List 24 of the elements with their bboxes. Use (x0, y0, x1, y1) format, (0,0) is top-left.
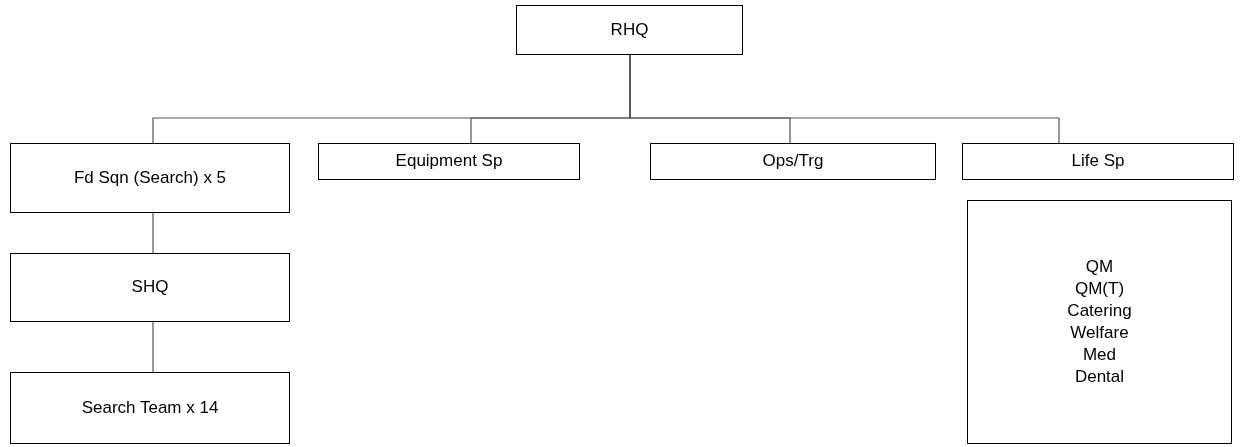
box-label: Med (1082, 344, 1117, 367)
connector-line (629, 54, 1060, 144)
connector-line (152, 321, 154, 373)
box-label: Welfare (1070, 322, 1129, 344)
org-box (318, 143, 580, 180)
box-label: Search Team x 14 (81, 396, 219, 419)
box-label: QM(T) (1074, 277, 1125, 300)
org-box (10, 372, 290, 444)
org-box (516, 5, 743, 55)
org-box (650, 143, 936, 180)
box-label: Ops/Trg (762, 150, 824, 173)
box-label: Catering (1067, 299, 1132, 322)
box-label: RHQ (610, 18, 649, 41)
org-box (967, 200, 1232, 444)
box-label: QM (1085, 255, 1114, 278)
org-box (10, 143, 290, 213)
box-label: Equipment Sp (395, 150, 503, 173)
box-label: SHQ (131, 276, 169, 299)
org-box (962, 143, 1234, 180)
box-label: Fd Sqn (Search) x 5 (73, 166, 227, 189)
connector-line (152, 212, 154, 254)
box-label: Dental (1074, 366, 1125, 389)
org-box (10, 253, 290, 322)
box-label: Life Sp (1071, 150, 1125, 173)
